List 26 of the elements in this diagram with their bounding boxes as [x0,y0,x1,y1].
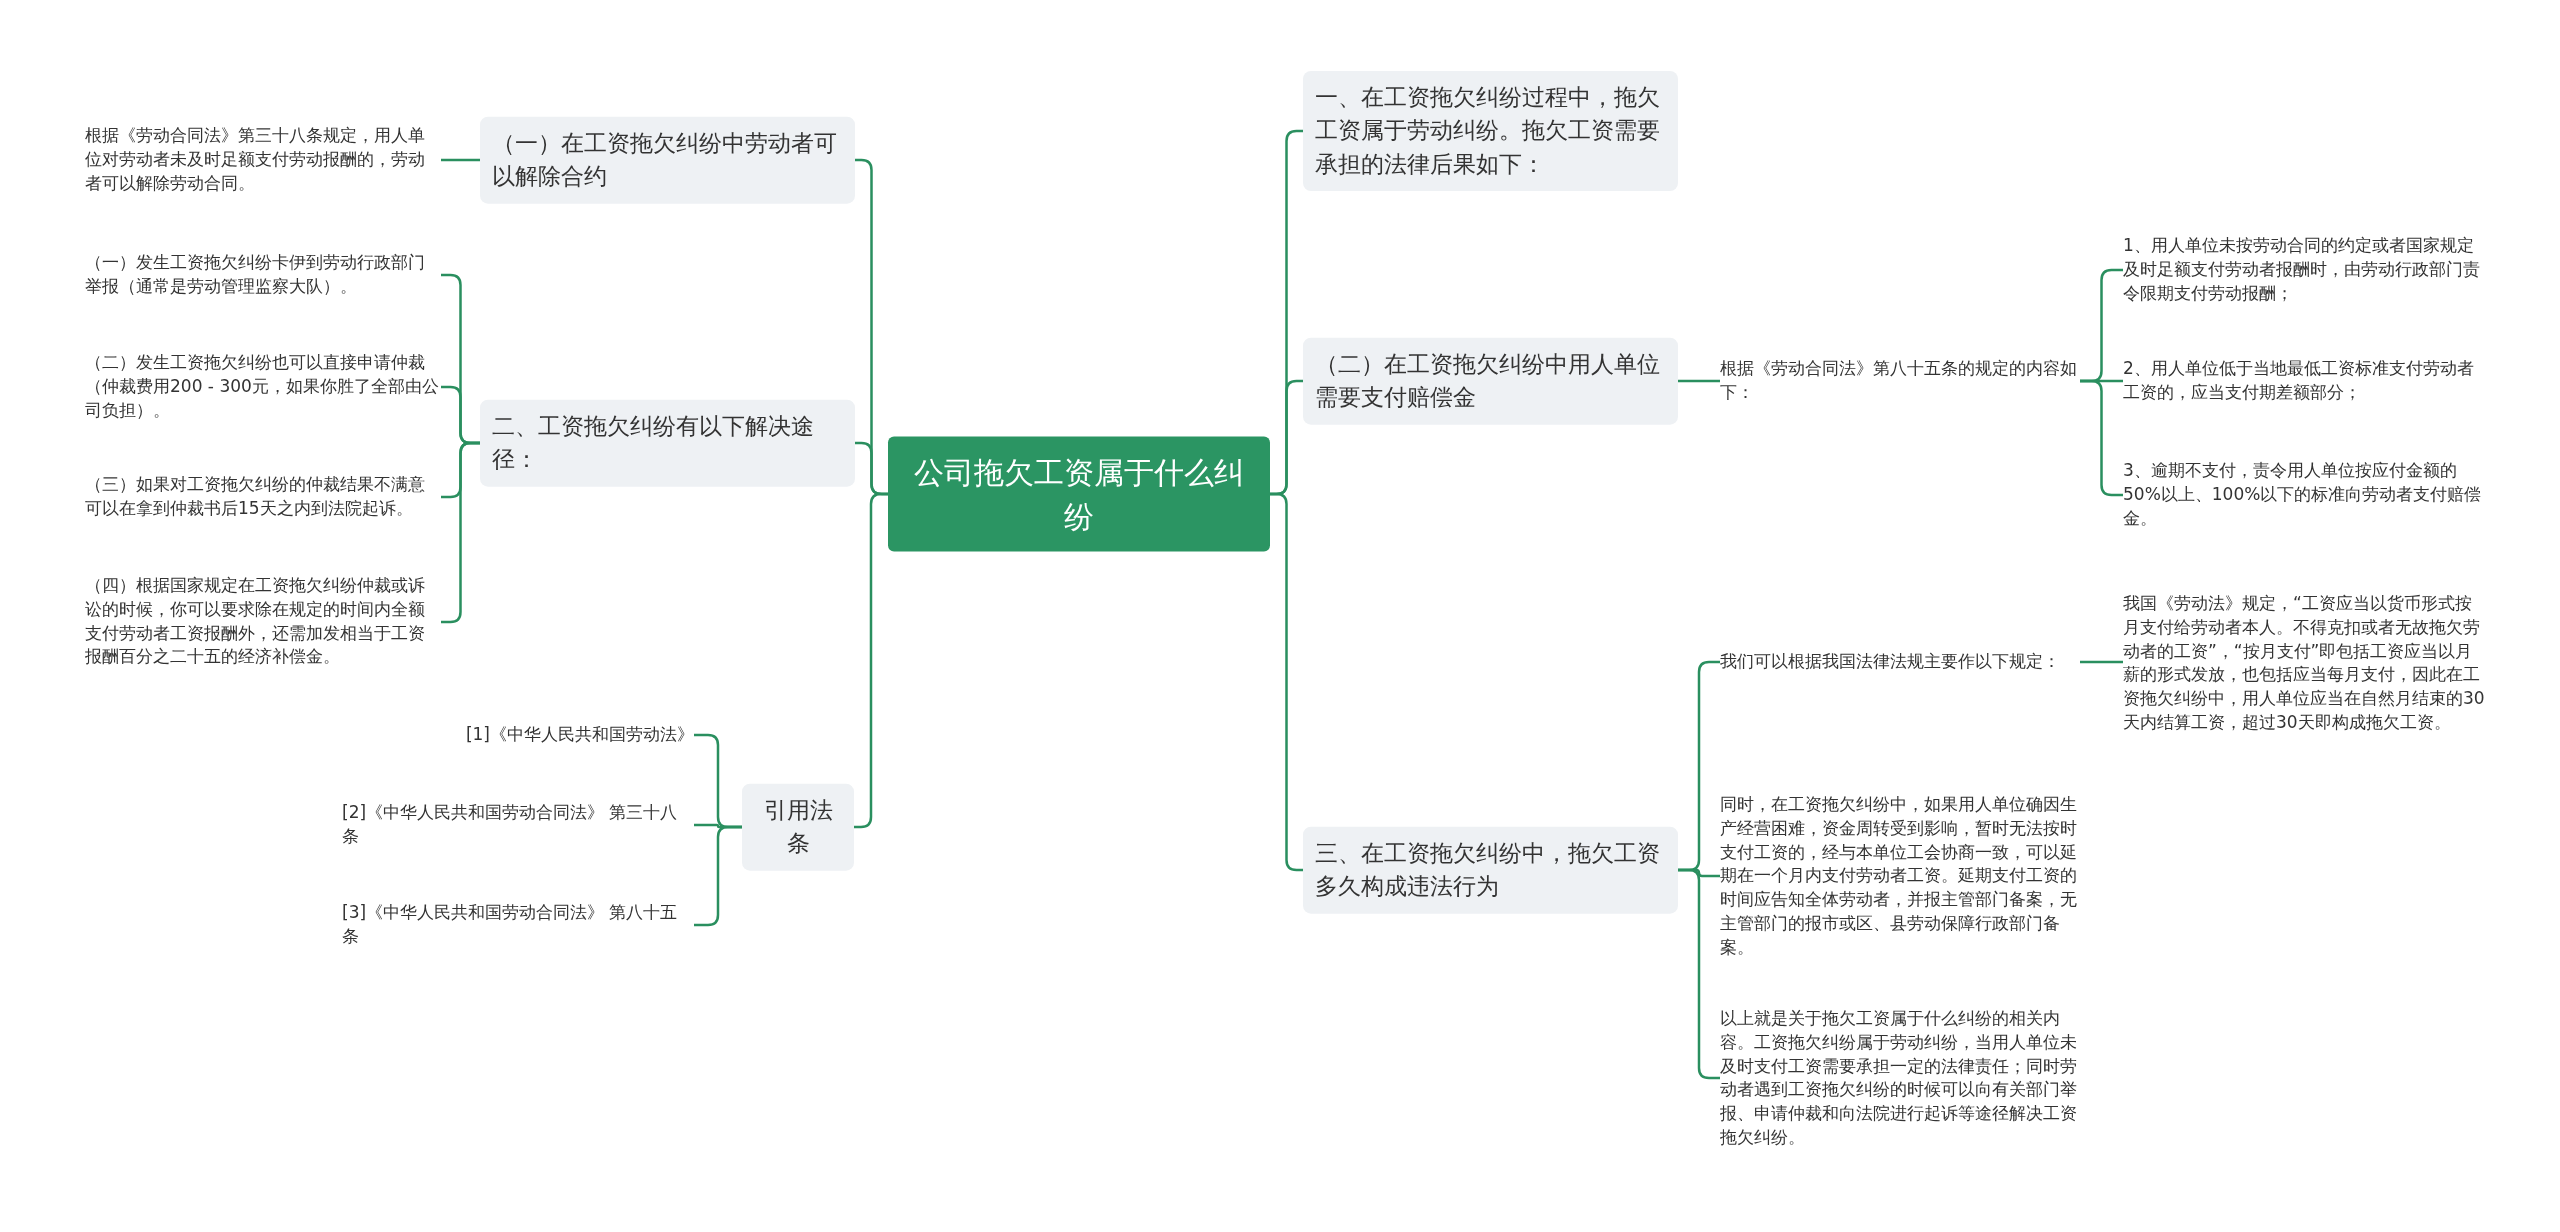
subtopic-text: 以上就是关于拖欠工资属于什么纠纷的相关内容。工资拖欠纠纷属于劳动纠纷，当用人单位未及时支付工资需要承担一定的法律责任；同时劳动者遇到工资拖欠纠纷的时候可以向有关部门举报、申请仲裁和向法院进行起诉等途径解决工资拖欠纠纷。 [1720,1006,2080,1150]
central-topic-box: 公司拖欠工资属于什么纠纷 [888,436,1270,552]
subtopic-text: （四）根据国家规定在工资拖欠纠纷仲裁或诉讼的时候，你可以要求除在规定的时间内全额支付劳动者工资报酬外，还需加发相当于工资报酬百分之二十五的经济补偿金。 [85,574,441,670]
subtopic-text: （三）如果对工资拖欠纠纷的仲裁结果不满意可以在拿到仲裁书后15天之内到法院起诉。 [85,473,441,521]
subtopic-text: （二）发生工资拖欠纠纷也可以直接申请仲裁（仲裁费用200 - 300元，如果你胜了全部由公司负担）。 [85,351,441,423]
subtopic-text: 1、用人单位未按劳动合同的约定或者国家规定及时足额支付劳动者报酬时，由劳动行政部门责令限期支付劳动报酬； [2123,234,2485,306]
subtopic-text: [3]《中华人民共和国劳动合同法》 第八十五条 [342,901,694,949]
connector-line [1678,379,1720,383]
topic-box: （一）在工资拖欠纠纷中劳动者可以解除合约 [480,116,855,204]
topic-box: 一、在工资拖欠纠纷过程中，拖欠工资属于劳动纠纷。拖欠工资需要承担的法律后果如下： [1303,71,1678,191]
connector-line [2080,660,2123,664]
topic-box: （二）在工资拖欠纠纷中用人单位需要支付赔偿金 [1303,337,1678,425]
topic-box: 引用法条 [742,783,854,871]
subtopic-text: 我们可以根据我国法律法规主要作以下规定： [1720,650,2080,674]
subtopic-text: 根据《劳动合同法》第三十八条规定，用人单位对劳动者未及时足额支付劳动报酬的，劳动者可以解除劳动合同。 [85,124,441,196]
topic-box: 三、在工资拖欠纠纷中，拖欠工资多久构成违法行为 [1303,826,1678,914]
subtopic-text: 3、逾期不支付，责令用人单位按应付金额的50%以上、100%以下的标准向劳动者支付赔偿金。 [2123,459,2485,531]
subtopic-text: （一）发生工资拖欠纠纷卡伊到劳动行政部门举报（通常是劳动管理监察大队）。 [85,251,441,299]
subtopic-text: [2]《中华人民共和国劳动合同法》 第三十八条 [342,801,694,849]
connector-line [441,158,480,162]
subtopic-text: 同时，在工资拖欠纠纷中，如果用人单位确因生产经营困难，资金周转受到影响，暂时无法按时支付工资的，经与本单位工会协商一致，可以延期在一个月内支付劳动者工资。延期支付工资的时间应告知全体劳动者，并报主管部门备案，无主管部门的报市或区、县劳动保障行政部门备案。 [1720,792,2080,960]
subtopic-text: 根据《劳动合同法》第八十五条的规定的内容如下： [1720,357,2080,405]
subtopic-text: 2、用人单位低于当地最低工资标准支付劳动者工资的，应当支付期差额部分； [2123,357,2485,405]
topic-box: 二、工资拖欠纠纷有以下解决途径： [480,399,855,487]
subtopic-text: [1]《中华人民共和国劳动法》 [465,723,694,747]
subtopic-text: 我国《劳动法》规定，“工资应当以货币形式按月支付给劳动者本人。不得克扣或者无故拖欠劳动者的工资”，“按月支付”即包括工资应当以月薪的形式发放，也包括应当每月支付，因此在工资拖欠纠纷中，用人单位应当在自然月结束的30天内结算工资，超过30天即构成拖欠工资。 [2123,591,2485,735]
